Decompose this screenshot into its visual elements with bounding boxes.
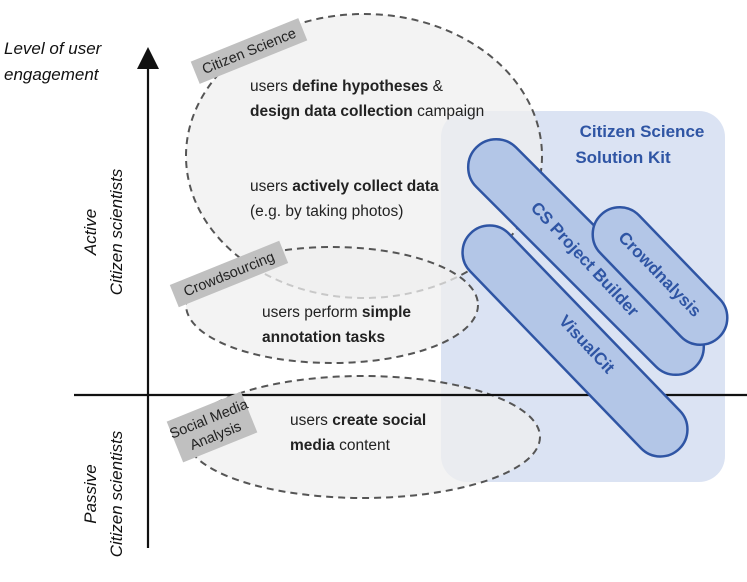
cs-photos-text: (e.g. by taking photos)	[250, 203, 403, 220]
kit-title-line1: Citizen Science	[580, 122, 705, 141]
cs-hypotheses-text: users define hypotheses &	[250, 78, 444, 95]
crowdsourcing-text-line2: annotation tasks	[262, 329, 385, 346]
svg-text:Active: Active	[81, 209, 100, 256]
cs-collect-text: users actively collect data	[250, 178, 439, 195]
crowdsourcing-text-line1: users perform simple	[262, 304, 411, 321]
crowdsourcing-ellipse	[185, 246, 479, 364]
passive-label: Passive Citizen scientists	[81, 430, 126, 557]
cs-design-text: design data collection campaign	[250, 103, 484, 120]
social-media-text-line2: media content	[290, 437, 391, 454]
kit-title-line2: Solution Kit	[575, 148, 671, 167]
y-axis-title-line2: engagement	[4, 65, 100, 84]
social-media-text-line1: users create social	[290, 412, 426, 429]
svg-text:Passive: Passive	[81, 464, 100, 524]
svg-text:Citizen scientists: Citizen scientists	[107, 168, 126, 295]
crowdnalysis-pill	[591, 206, 729, 346]
svg-text:Citizen scientists: Citizen scientists	[107, 430, 126, 557]
visualcit-pill	[461, 224, 689, 458]
active-label: Active Citizen scientists	[81, 168, 126, 295]
y-axis-title-line1: Level of user	[4, 39, 103, 58]
